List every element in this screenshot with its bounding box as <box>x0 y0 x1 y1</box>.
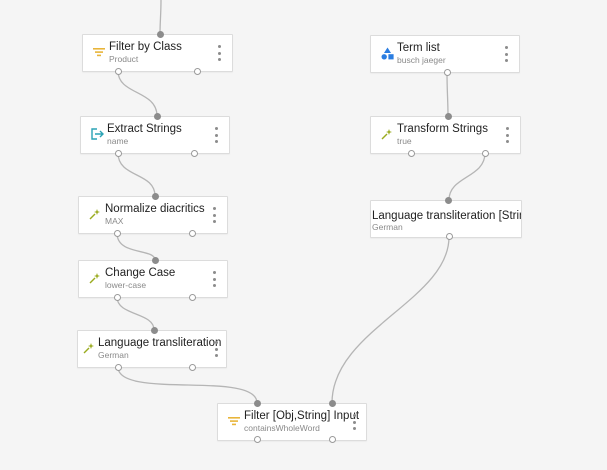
output-port[interactable] <box>191 150 198 157</box>
node-term-list[interactable]: Term list busch jaeger <box>370 35 520 73</box>
edge-transform-strings-to-language-transliteration-right <box>448 152 486 201</box>
node-change-case[interactable]: Change Case lower-case <box>78 260 228 298</box>
node-menu-button[interactable] <box>217 45 221 61</box>
output-port[interactable] <box>115 150 122 157</box>
input-port[interactable] <box>445 113 452 120</box>
node-filter-obj-string-input[interactable]: Filter [Obj,String] Input containsWholeW… <box>217 403 367 441</box>
output-port[interactable] <box>114 294 121 301</box>
node-filter-by-class[interactable]: Filter by Class Product <box>82 34 233 72</box>
edge-filter-by-class-to-extract-strings <box>117 70 158 117</box>
output-port[interactable] <box>189 364 196 371</box>
node-title: Change Case <box>105 267 176 279</box>
edge-change-case-to-language-transliteration-left <box>116 296 155 331</box>
node-title: Filter [Obj,String] Input <box>244 410 360 422</box>
node-subtitle: Product <box>109 54 139 64</box>
output-port[interactable] <box>189 230 196 237</box>
input-port[interactable] <box>152 193 159 200</box>
output-port[interactable] <box>194 68 201 75</box>
node-title: Transform Strings <box>397 123 488 135</box>
edge-language-transliteration-right-to-filter <box>331 236 450 404</box>
node-normalize-diacritics[interactable]: Normalize diacritics MAX <box>78 196 228 234</box>
node-subtitle: true <box>397 136 412 146</box>
node-subtitle: MAX <box>105 216 124 226</box>
node-subtitle: German <box>98 350 129 360</box>
node-subtitle: busch jaeger <box>397 55 446 65</box>
node-subtitle: German <box>372 222 403 232</box>
node-menu-button[interactable] <box>214 127 218 143</box>
output-port[interactable] <box>482 150 489 157</box>
node-title: Extract Strings <box>107 123 182 135</box>
output-port[interactable] <box>115 364 122 371</box>
node-language-transliteration[interactable]: Language transliteration German <box>77 330 227 368</box>
node-transform-strings[interactable]: Transform Strings true <box>370 116 521 154</box>
node-menu-button[interactable] <box>505 127 509 143</box>
node-subtitle: name <box>107 136 129 146</box>
edge-term-list-to-transform-strings <box>446 71 449 117</box>
node-subtitle: lower-case <box>105 280 147 290</box>
node-menu-button[interactable] <box>214 341 218 357</box>
node-menu-button[interactable] <box>212 271 216 287</box>
input-port[interactable] <box>152 257 159 264</box>
node-title: Term list <box>397 42 440 54</box>
output-port[interactable] <box>189 294 196 301</box>
input-port[interactable] <box>254 400 261 407</box>
transform-icon <box>87 271 103 285</box>
node-title: Language transliteration [String <box>372 210 522 222</box>
input-port[interactable] <box>329 400 336 407</box>
node-menu-button[interactable] <box>504 46 508 62</box>
node-subtitle: containsWholeWord <box>244 423 320 433</box>
input-port[interactable] <box>151 327 158 334</box>
node-title: Language transliteration <box>98 337 222 349</box>
filter-icon <box>91 45 107 59</box>
output-port[interactable] <box>115 68 122 75</box>
node-title: Filter by Class <box>109 41 182 53</box>
output-port[interactable] <box>408 150 415 157</box>
node-menu-button[interactable] <box>212 207 216 223</box>
output-port[interactable] <box>446 233 453 240</box>
input-port[interactable] <box>154 113 161 120</box>
filter-icon <box>226 414 242 428</box>
extract-icon <box>89 127 105 141</box>
input-port[interactable] <box>445 197 452 204</box>
edge-incoming-filter-by-class <box>159 0 162 35</box>
transform-icon <box>379 127 395 141</box>
edge-normalize-diacritics-to-change-case <box>116 232 156 261</box>
shapes-icon <box>379 46 395 60</box>
output-port[interactable] <box>329 436 336 443</box>
node-extract-strings[interactable]: Extract Strings name <box>80 116 230 154</box>
node-menu-button[interactable] <box>352 414 356 430</box>
output-port[interactable] <box>114 230 121 237</box>
node-language-transliteration-string[interactable]: Language transliteration [String German <box>370 200 522 238</box>
node-title: Normalize diacritics <box>105 203 205 215</box>
output-port[interactable] <box>444 69 451 76</box>
input-port[interactable] <box>157 31 164 38</box>
transform-icon <box>81 341 97 355</box>
output-port[interactable] <box>254 436 261 443</box>
edge-extract-strings-to-normalize-diacritics <box>117 152 156 197</box>
edge-language-transliteration-left-to-filter <box>117 366 258 404</box>
transform-icon <box>87 207 103 221</box>
